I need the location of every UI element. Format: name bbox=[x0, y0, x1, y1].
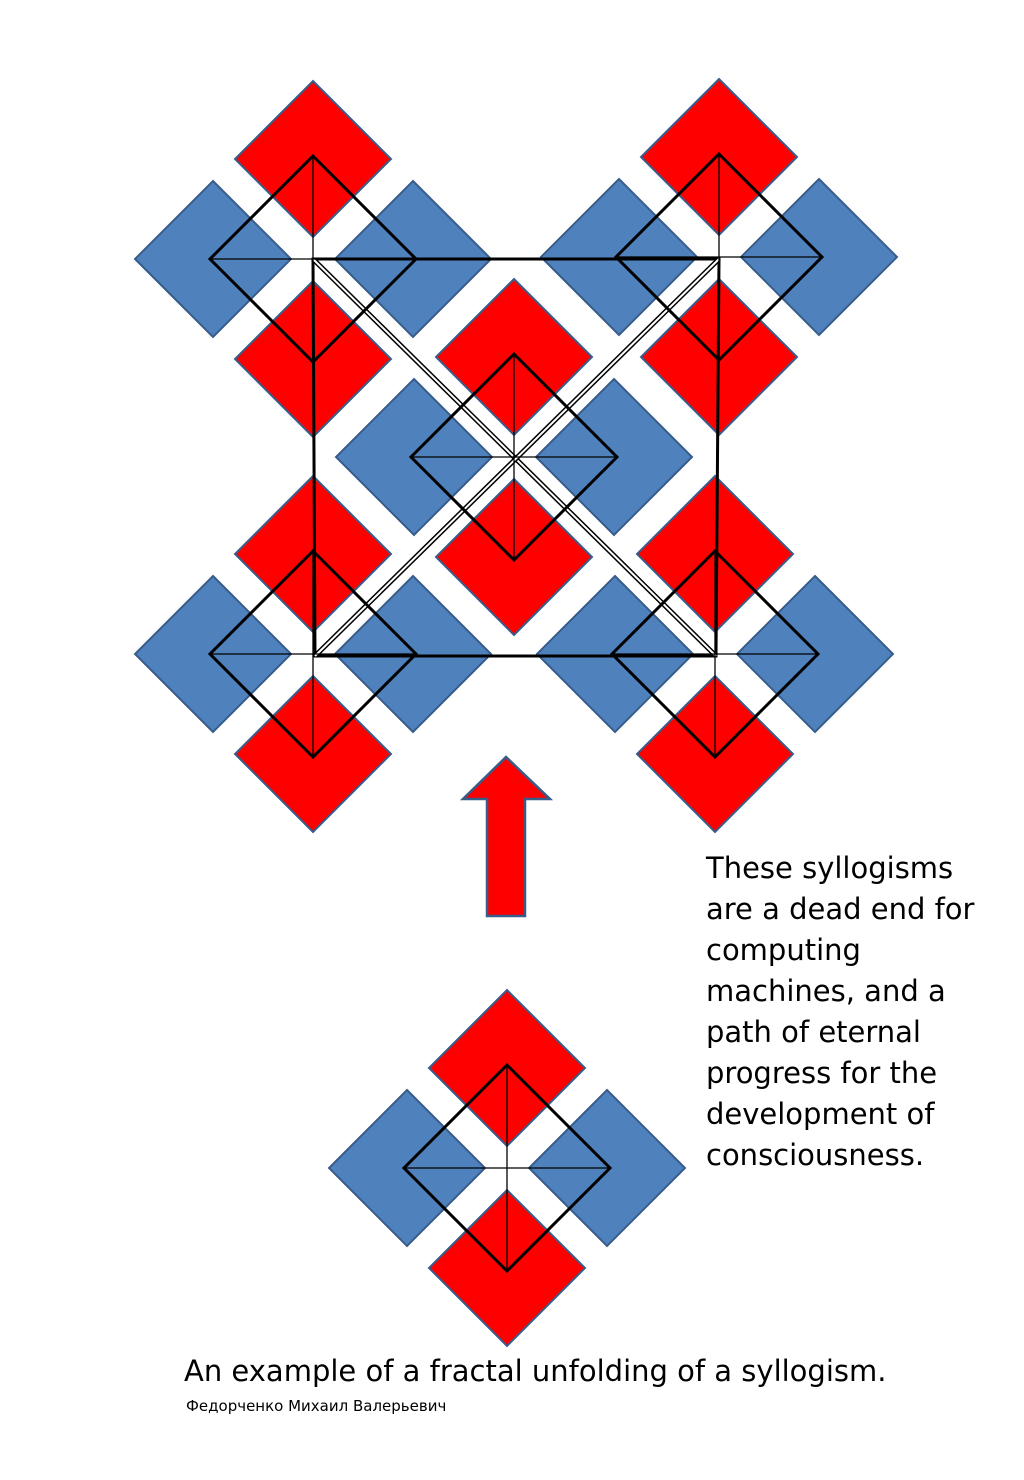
author-name: Федорченко Михаил Валерьевич bbox=[186, 1397, 447, 1415]
unit-frame bbox=[609, 548, 821, 760]
unit-frame bbox=[207, 153, 419, 365]
note-text: These syllogisms are a dead end for comp… bbox=[706, 851, 975, 1172]
unit-frame bbox=[401, 1062, 613, 1274]
unit-frame bbox=[408, 351, 620, 563]
caption: An example of a fractal unfolding of a s… bbox=[184, 1354, 887, 1388]
up-arrow bbox=[459, 755, 554, 918]
fractal-units-overlay bbox=[207, 151, 825, 1274]
unit-frame bbox=[613, 151, 825, 363]
unit-frame bbox=[207, 548, 419, 760]
